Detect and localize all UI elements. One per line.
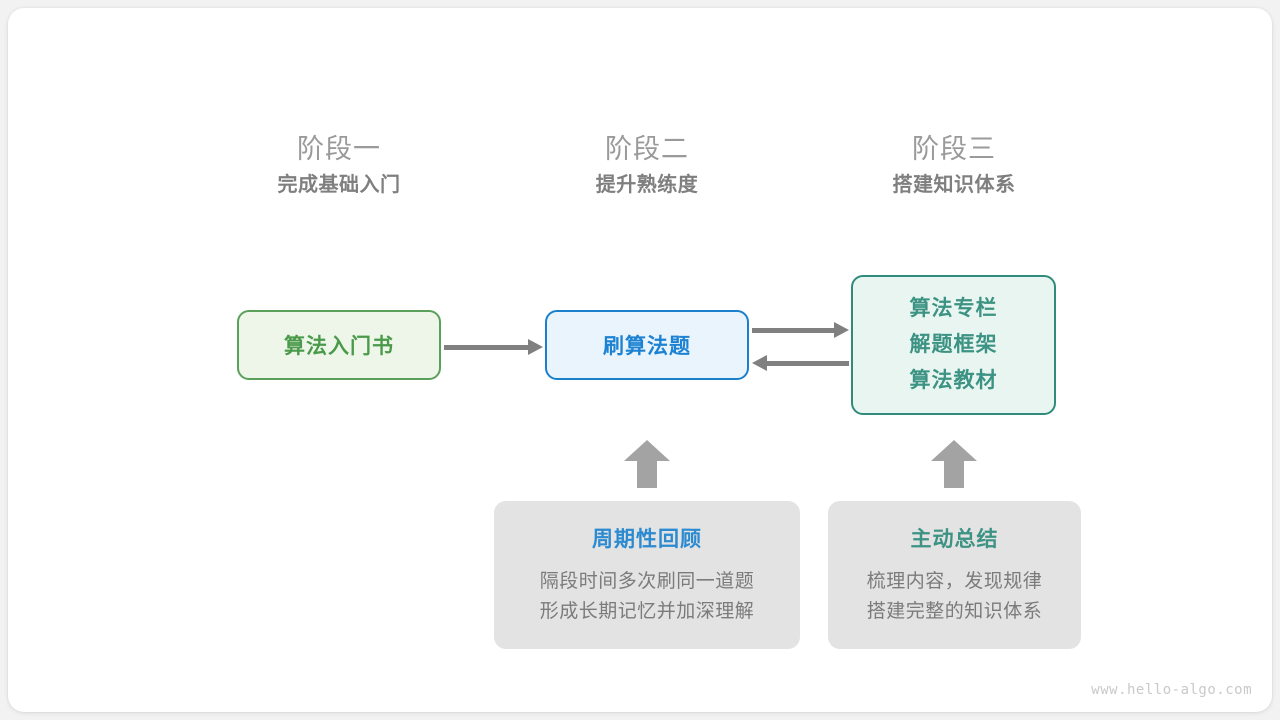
stage-header-2: 阶段二 提升熟练度 — [517, 130, 777, 202]
arrow-shaft — [766, 361, 849, 366]
arrow-head-right-icon — [834, 322, 849, 338]
stage-header-3: 阶段三 搭建知识体系 — [824, 130, 1084, 202]
node-practice-problems: 刷算法题 — [545, 310, 749, 380]
stage-3-subtitle: 搭建知识体系 — [892, 174, 1016, 196]
arrow-shaft — [752, 328, 835, 333]
arrow-head-left-icon — [752, 355, 767, 371]
up-arrow-summary-icon — [931, 440, 977, 488]
node-intro-book-label: 算法入门书 — [284, 335, 394, 358]
stage-2-title: 阶段二 — [605, 134, 689, 164]
stage-1-title: 阶段一 — [297, 134, 381, 164]
arrow-head-right-icon — [528, 339, 543, 355]
note-card-periodic-review-title: 周期性回顾 — [592, 528, 702, 551]
node-resources: 算法专栏 解题框架 算法教材 — [851, 275, 1056, 415]
note-body-line-2: 搭建完整的知识体系 — [866, 601, 1043, 622]
note-card-active-summary-body: 梳理内容，发现规律 搭建完整的知识体系 — [828, 567, 1081, 627]
stage-2-subtitle: 提升熟练度 — [595, 174, 699, 196]
note-card-active-summary: 主动总结 梳理内容，发现规律 搭建完整的知识体系 — [828, 501, 1081, 649]
node-resources-line-3: 算法教材 — [909, 369, 998, 392]
arrow-stem — [637, 460, 657, 488]
node-resources-line-1: 算法专栏 — [909, 297, 998, 320]
arrow-shaft — [444, 345, 529, 350]
node-resources-line-2: 解题框架 — [909, 333, 998, 356]
watermark: www.hello-algo.com — [1091, 682, 1252, 698]
node-practice-problems-label: 刷算法题 — [603, 335, 691, 358]
note-body-line-2: 形成长期记忆并加深理解 — [539, 601, 755, 622]
note-card-periodic-review: 周期性回顾 隔段时间多次刷同一道题 形成长期记忆并加深理解 — [494, 501, 800, 649]
note-card-active-summary-title: 主动总结 — [910, 528, 999, 551]
stage-3-title: 阶段三 — [912, 134, 996, 164]
stage-header-1: 阶段一 完成基础入门 — [209, 130, 469, 202]
up-arrow-review-icon — [624, 440, 670, 488]
arrow-tip — [931, 440, 977, 461]
note-card-periodic-review-body: 隔段时间多次刷同一道题 形成长期记忆并加深理解 — [494, 567, 800, 627]
stage-1-subtitle: 完成基础入门 — [277, 174, 401, 196]
diagram-canvas: 阶段一 完成基础入门 阶段二 提升熟练度 阶段三 搭建知识体系 算法入门书 刷算… — [8, 8, 1272, 712]
node-intro-book: 算法入门书 — [237, 310, 441, 380]
note-body-line-1: 梳理内容，发现规律 — [866, 571, 1043, 592]
arrow-stem — [944, 460, 964, 488]
note-body-line-1: 隔段时间多次刷同一道题 — [539, 571, 755, 592]
arrow-tip — [624, 440, 670, 461]
